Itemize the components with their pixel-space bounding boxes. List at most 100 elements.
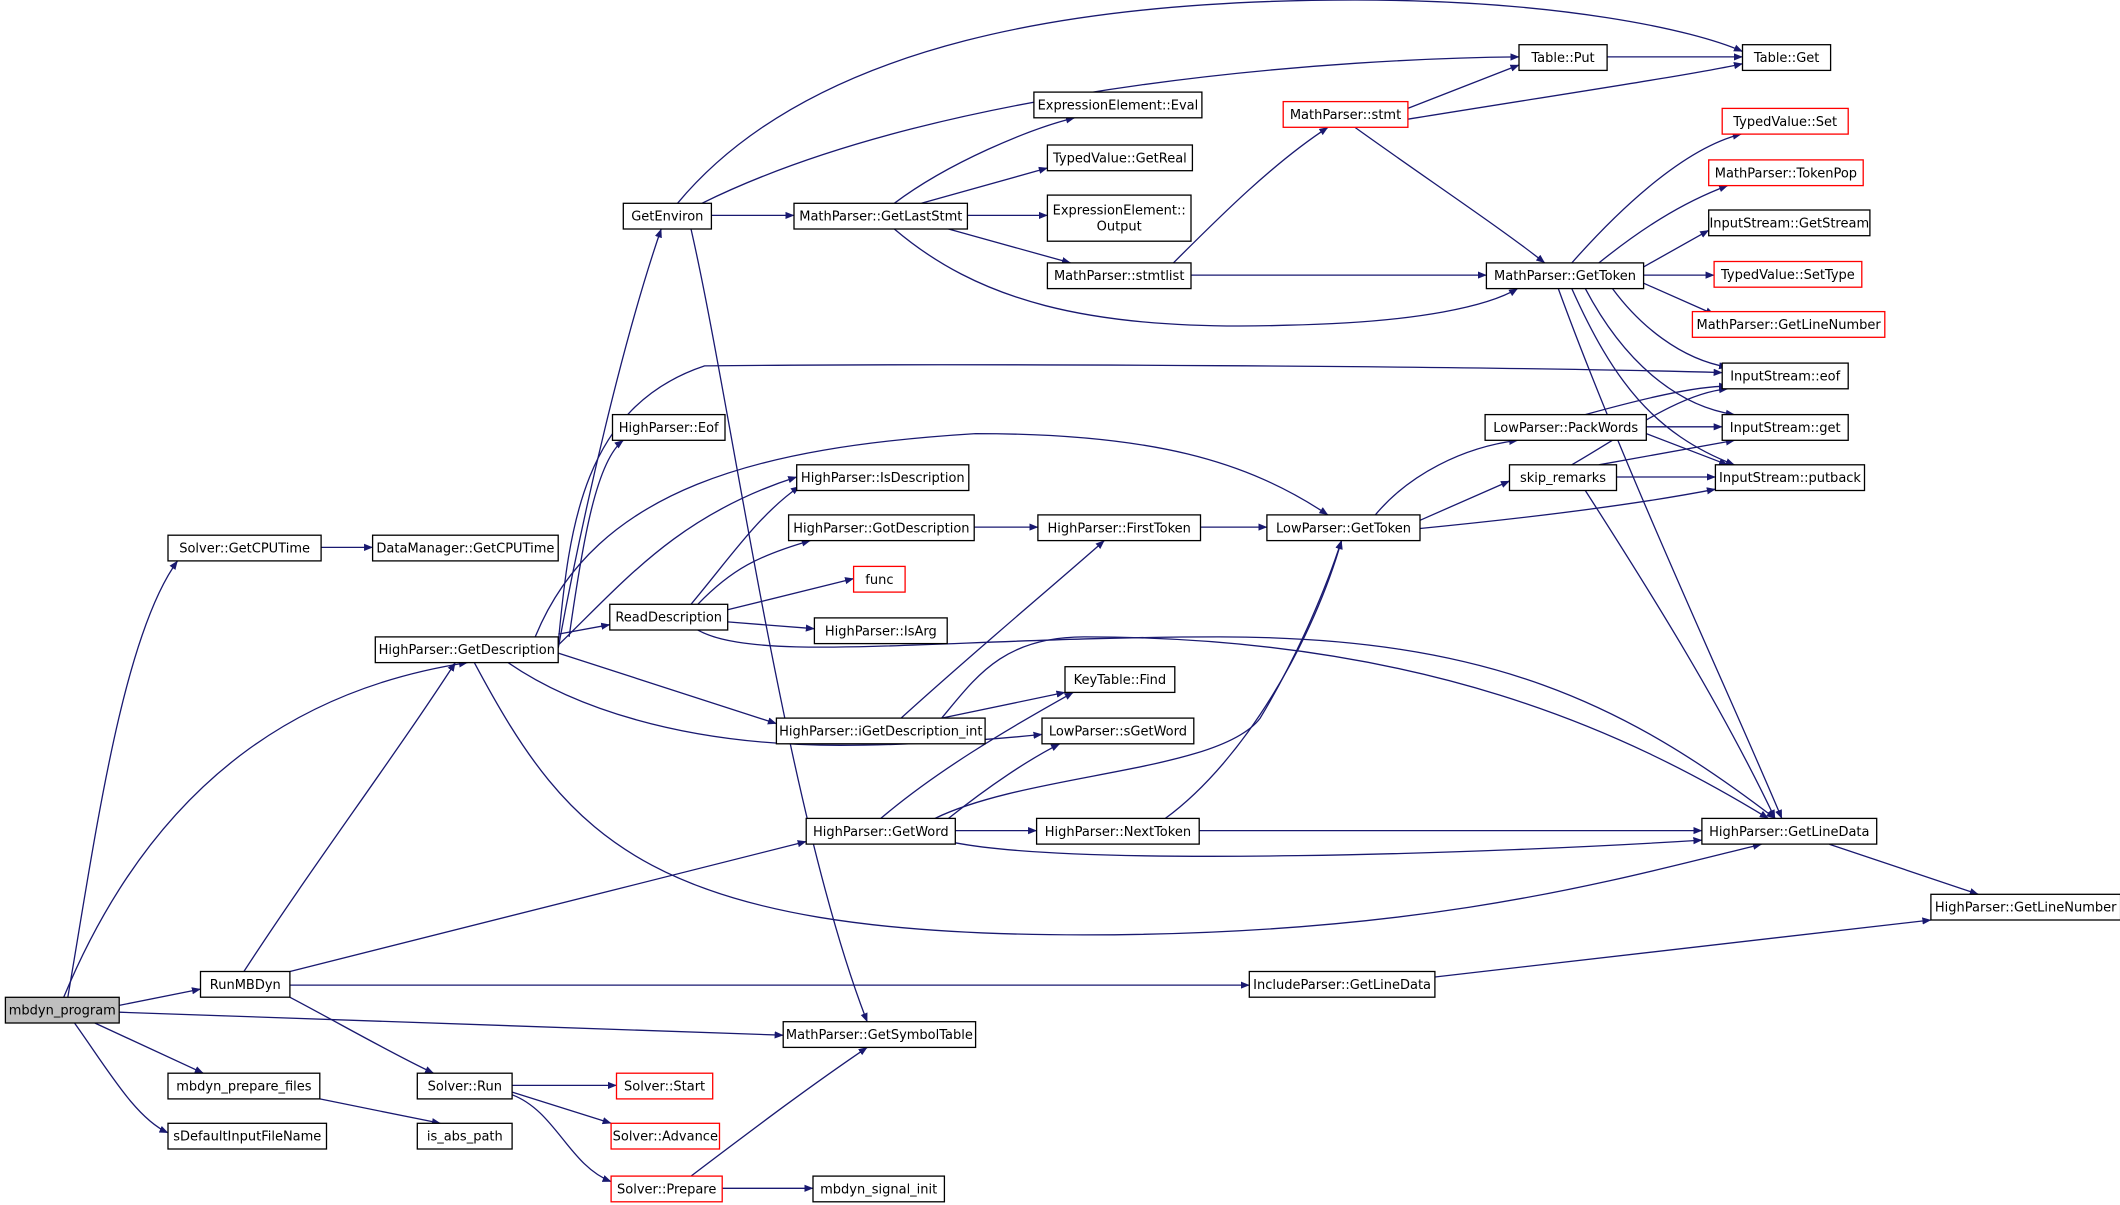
node-ip_getlinedata[interactable]: IncludeParser::GetLineData — [1248, 970, 1436, 998]
edge-mbdyn_program-to-solver_getcputime — [67, 560, 179, 998]
node-label: HighParser::Eof — [619, 421, 719, 436]
node-box — [805, 817, 956, 845]
edge-hp_getdescription-to-hp_getlinedata — [473, 662, 1762, 936]
node-mp_stmtlist[interactable]: MathParser::stmtlist — [1046, 262, 1192, 290]
node-solver_run[interactable]: Solver::Run — [416, 1072, 513, 1100]
edge-lp_gettoken-to-skip_remarks — [1419, 480, 1510, 521]
edge-solver_run-to-solver_advance — [512, 1091, 612, 1125]
node-label: func — [865, 573, 893, 588]
node-label: HighParser::IsArg — [825, 624, 937, 639]
node-mbdyn_program[interactable]: mbdyn_program — [4, 996, 120, 1024]
node-tv_set[interactable]: TypedValue::Set — [1721, 107, 1849, 135]
node-hp_getlinedata[interactable]: HighParser::GetLineData — [1701, 817, 1878, 845]
node-getenviron[interactable]: GetEnviron — [622, 202, 713, 230]
node-ee_eval[interactable]: ExpressionElement::Eval — [1033, 91, 1203, 119]
node-box — [1741, 44, 1832, 72]
node-label: ReadDescription — [615, 611, 722, 626]
node-solver_getcputime[interactable]: Solver::GetCPUTime — [167, 534, 322, 562]
node-hp_isdescription[interactable]: HighParser::IsDescription — [796, 464, 970, 492]
node-solver_start[interactable]: Solver::Start — [615, 1072, 714, 1100]
node-is_eof[interactable]: InputStream::eof — [1721, 362, 1849, 390]
node-lp_packwords[interactable]: LowParser::PackWords — [1484, 413, 1647, 441]
node-label: InputStream::eof — [1730, 370, 1840, 385]
node-label: GetEnviron — [631, 210, 703, 225]
node-box — [1930, 893, 2120, 921]
edge-mp_stmt-to-mp_gettoken — [1354, 126, 1546, 264]
node-box — [1046, 144, 1194, 172]
edge-readdescription-to-hp_isdescription — [690, 485, 800, 605]
node-hp_gotdescription[interactable]: HighParser::GotDescription — [787, 514, 975, 542]
edge-solver_prepare-to-mp_getsymboltable — [690, 1046, 868, 1177]
node-ee_output[interactable]: ExpressionElement::Output — [1046, 194, 1192, 242]
node-box — [622, 202, 713, 230]
node-table_put[interactable]: Table::Put — [1518, 44, 1608, 72]
node-tv_getreal[interactable]: TypedValue::GetReal — [1046, 144, 1194, 172]
node-func[interactable]: func — [852, 565, 906, 593]
node-table_get[interactable]: Table::Get — [1741, 44, 1832, 72]
edge-hp_getword-to-lp_sgetword — [948, 743, 1061, 819]
node-hp_isarg[interactable]: HighParser::IsArg — [813, 617, 948, 645]
node-hp_igetdescription[interactable]: HighParser::iGetDescription_int — [775, 717, 986, 745]
node-lp_sgetword[interactable]: LowParser::sGetWord — [1041, 717, 1195, 745]
edge-skip_remarks-to-is_get — [1598, 438, 1735, 466]
node-box — [782, 1021, 977, 1049]
node-box — [793, 202, 969, 230]
node-label: HighParser::GetDescription — [379, 643, 555, 658]
edge-mp_stmt-to-table_put — [1407, 64, 1520, 110]
node-runmbdyn[interactable]: RunMBDyn — [199, 970, 291, 998]
node-mp_getlinenumber[interactable]: MathParser::GetLineNumber — [1691, 310, 1886, 338]
edge-hp_igetdescription-to-keytable_find — [941, 690, 1066, 719]
node-mp_tokenpop[interactable]: MathParser::TokenPop — [1708, 159, 1864, 187]
node-hp_getdescription[interactable]: HighParser::GetDescription — [374, 636, 559, 664]
edge-hp_getdescription-to-hp_isdescription — [557, 476, 798, 646]
node-hp_nexttoken[interactable]: HighParser::NextToken — [1035, 817, 1200, 845]
node-keytable_find[interactable]: KeyTable::Find — [1064, 666, 1176, 694]
node-hp_eof[interactable]: HighParser::Eof — [611, 413, 726, 441]
node-mp_gettoken[interactable]: MathParser::GetToken — [1485, 262, 1645, 290]
edge-hp_igetdescription-to-hp_firsttoken — [900, 540, 1105, 719]
node-box — [787, 514, 975, 542]
node-signal_init[interactable]: mbdyn_signal_init — [812, 1175, 946, 1203]
node-hp_firsttoken[interactable]: HighParser::FirstToken — [1037, 514, 1202, 542]
node-mp_getsymboltable[interactable]: MathParser::GetSymbolTable — [782, 1021, 977, 1049]
node-lp_gettoken[interactable]: LowParser::GetToken — [1266, 514, 1421, 542]
node-box — [199, 970, 291, 998]
node-hp_getlinenumber[interactable]: HighParser::GetLineNumber — [1930, 893, 2120, 921]
node-is_abs_path[interactable]: is_abs_path — [416, 1122, 513, 1150]
node-label: HighParser::iGetDescription_int — [779, 725, 982, 740]
node-readdescription[interactable]: ReadDescription — [609, 603, 729, 631]
edge-hp_getdescription-to-hp_igetdescription — [558, 652, 777, 725]
node-label: Table::Get — [1753, 51, 1820, 66]
node-skip_remarks[interactable]: skip_remarks — [1508, 464, 1618, 492]
node-tv_settype[interactable]: TypedValue::SetType — [1713, 260, 1863, 288]
node-label: Solver::Prepare — [617, 1183, 716, 1198]
node-solver_advance[interactable]: Solver::Advance — [610, 1122, 721, 1150]
edge-readdescription-to-hp_isarg — [727, 621, 815, 632]
node-label: Solver::Run — [428, 1080, 502, 1095]
node-mp_getlaststmt[interactable]: MathParser::GetLastStmt — [793, 202, 969, 230]
node-prepare_files[interactable]: mbdyn_prepare_files — [167, 1072, 321, 1100]
node-box — [1266, 514, 1421, 542]
node-mp_stmt[interactable]: MathParser::stmt — [1282, 100, 1409, 128]
node-label: MathParser::GetLineNumber — [1696, 318, 1881, 333]
node-solver_prepare[interactable]: Solver::Prepare — [610, 1175, 723, 1203]
node-label: RunMBDyn — [210, 978, 281, 993]
node-is_putback[interactable]: InputStream::putback — [1714, 464, 1866, 492]
node-hp_getword[interactable]: HighParser::GetWord — [805, 817, 956, 845]
node-is_get[interactable]: InputStream::get — [1721, 413, 1849, 441]
node-is_getstream[interactable]: InputStream::GetStream — [1708, 209, 1871, 237]
node-box — [167, 534, 322, 562]
edge-hp_getdescription-to-readdescription — [558, 622, 611, 635]
node-box — [1046, 194, 1192, 242]
edge-mbdyn_program-to-mp_getsymboltable — [119, 1011, 784, 1039]
node-label: TypedValue::SetType — [1720, 268, 1855, 283]
node-box — [1041, 717, 1195, 745]
node-dm_getcputime[interactable]: DataManager::GetCPUTime — [371, 534, 559, 562]
node-label: MathParser::GetToken — [1494, 269, 1636, 284]
node-box — [1714, 464, 1866, 492]
node-box — [1033, 91, 1203, 119]
edge-mp_stmtlist-to-mp_stmt — [1172, 126, 1329, 264]
edge-mbdyn_program-to-sdefault — [73, 1022, 169, 1134]
node-sdefault[interactable]: sDefaultInputFileName — [167, 1122, 328, 1150]
